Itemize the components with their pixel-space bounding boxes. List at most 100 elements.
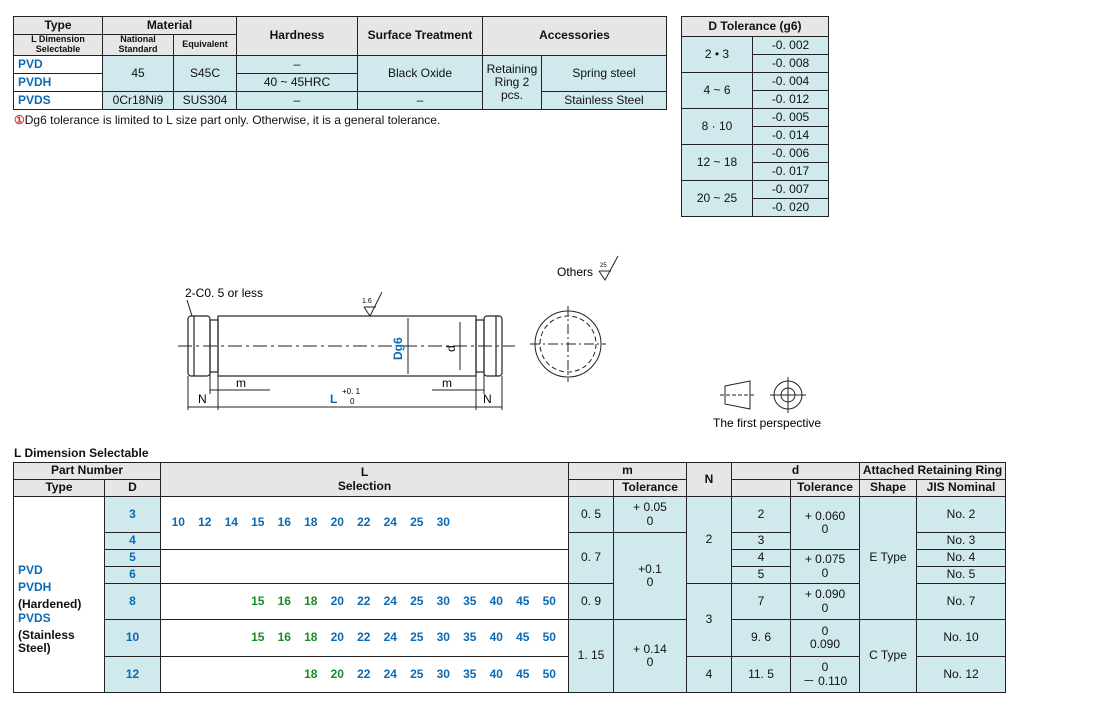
d-tol-0110: 0－ 0.110	[790, 656, 860, 693]
hardness-pvds: –	[236, 90, 358, 110]
l-selection-value: 24	[383, 593, 397, 608]
dtol-range-0: 2 • 3	[681, 36, 753, 73]
d-tol-0110-upper: 0	[821, 660, 829, 675]
l-selection-value: 45	[516, 593, 530, 608]
jis-no10: No. 10	[916, 619, 1006, 657]
l-selection-value: 50	[542, 666, 556, 681]
m-tol-005-upper: + 0.05	[633, 500, 667, 515]
selection-header-text: Selection	[337, 478, 392, 493]
d-value-header	[731, 479, 791, 497]
spec-table: Type Material Hardness Surface Treatment…	[13, 16, 667, 110]
l-selection-value: 15	[251, 593, 265, 608]
first-angle-symbol	[720, 377, 806, 413]
hardened-label: (Hardened)	[18, 597, 82, 612]
dtol-lower-0: -0. 008	[752, 54, 829, 73]
d-small-115: 11. 5	[731, 656, 791, 693]
note-text: Dg6 tolerance is limited to L size part …	[24, 113, 441, 127]
l-selection-value: 24	[383, 666, 397, 681]
l-selection-value: 12	[198, 515, 212, 530]
l-selection-value: 30	[436, 666, 450, 681]
d-tol-0090-lower: 0	[821, 600, 829, 615]
material-eq-sus304: SUS304	[173, 90, 237, 110]
d-4: 4	[104, 532, 161, 550]
material-header: Material	[102, 16, 237, 35]
d-tolerance-table: D Tolerance (g6) 2 • 3-0. 002 -0. 008 4 …	[681, 16, 829, 217]
jis-header: JIS Nominal	[916, 479, 1006, 497]
l-selection-value: 25	[410, 515, 424, 530]
d-small-3: 3	[731, 532, 791, 550]
dtol-upper-3: -0. 006	[752, 144, 829, 163]
d-small-96: 9. 6	[731, 619, 791, 657]
chamfer-leader	[186, 299, 193, 317]
d-6: 6	[104, 566, 161, 584]
type-pvds-label: PVDS	[18, 610, 51, 625]
l-selection-value: 20	[330, 515, 344, 530]
jis-no3: No. 3	[916, 532, 1006, 550]
d-3: 3	[104, 496, 161, 533]
stainless-label: (Stainless Steel)	[18, 627, 75, 655]
d-small-7: 7	[731, 583, 791, 620]
n-4: 4	[686, 656, 732, 693]
l-dim-section-title: L Dimension Selectable	[14, 446, 149, 460]
l-selection-value: 16	[277, 593, 291, 608]
shape-c-type: C Type	[859, 619, 917, 693]
d-tol-header: Tolerance	[790, 479, 860, 497]
n-label-left: N	[198, 392, 207, 406]
material-std-45: 45	[102, 54, 174, 92]
n-header: N	[686, 462, 732, 497]
surface-pvds: –	[357, 90, 483, 110]
l-selection-value: 18	[304, 666, 318, 681]
d-tol-0090-neg-upper: 0	[821, 623, 829, 638]
type-pvd: PVD	[13, 54, 103, 74]
dtol-range-4: 20 ~ 25	[681, 180, 753, 217]
l-selection-value: 30	[436, 593, 450, 608]
m-tol-header: Tolerance	[613, 479, 687, 497]
jis-no2: No. 2	[916, 496, 1006, 533]
note-mark: ①	[14, 113, 25, 127]
ring-header: Attached Retaining Ring	[859, 462, 1006, 480]
m-tol-005-lower: 0	[646, 513, 654, 528]
d-tol-0075-lower: 0	[821, 565, 829, 580]
material-std-0cr18ni9: 0Cr18Ni9	[102, 90, 174, 110]
l-selection-value: 16	[277, 630, 291, 645]
l-selection-value: 24	[383, 515, 397, 530]
type-pvdh: PVDH	[13, 72, 103, 92]
dtol-upper-1: -0. 004	[752, 72, 829, 91]
pin-drawing: 2-C0. 5 or less 1.6 Dg6 d m m N N L +0. …	[178, 255, 821, 430]
m-07: 0. 7	[568, 532, 614, 584]
l-selection-value: 18	[304, 515, 318, 530]
others-label: Others	[557, 265, 593, 279]
l-tol-lower: 0	[350, 397, 355, 406]
shape-header: Shape	[859, 479, 917, 497]
m-label-right: m	[442, 376, 452, 390]
l-selection-value: 14	[224, 515, 238, 530]
m-05: 0. 5	[568, 496, 614, 533]
l-selection-value: 18	[304, 593, 318, 608]
dtol-upper-2: -0. 005	[752, 108, 829, 127]
l-selection-value: 22	[357, 593, 371, 608]
l-label: L	[330, 392, 337, 406]
type-pvd-label: PVD	[18, 562, 43, 577]
chamfer-label: 2-C0. 5 or less	[185, 286, 263, 300]
dtol-lower-3: -0. 017	[752, 162, 829, 181]
hardness-pvdh: 40 ~ 45HRC	[236, 72, 358, 92]
l-selection-value: 35	[463, 593, 477, 608]
d-10: 10	[104, 619, 161, 657]
end-view	[530, 306, 606, 382]
d-label: d	[444, 345, 458, 352]
roughness-25: 25	[600, 263, 607, 269]
jis-no7: No. 7	[916, 583, 1006, 620]
roughness-symbol	[363, 291, 383, 317]
l-header-text: L	[360, 465, 369, 480]
m-115: 1. 15	[568, 619, 614, 693]
type-group-cell: PVD PVDH (Hardened) PVDS (Stainless Stee…	[13, 496, 105, 693]
d-8: 8	[104, 583, 161, 620]
l-selection-value: 25	[410, 630, 424, 645]
d-small-4: 4	[731, 549, 791, 567]
